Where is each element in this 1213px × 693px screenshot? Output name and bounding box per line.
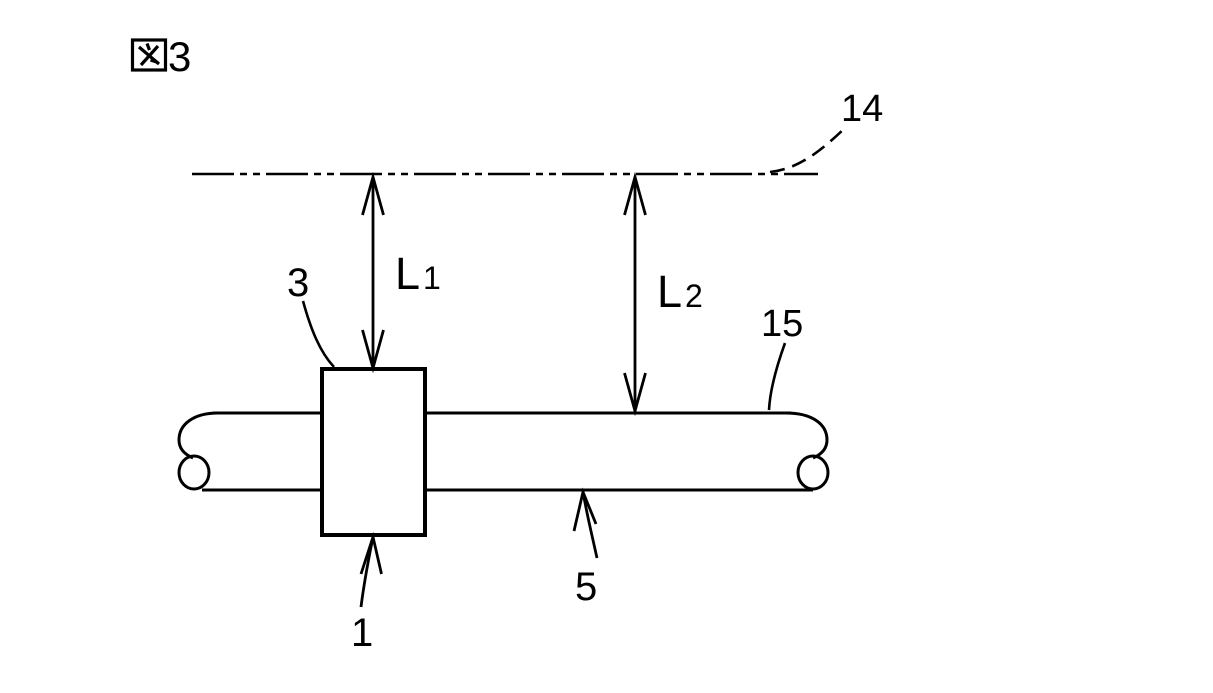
- dimension-arrow-l1: [361, 171, 385, 374]
- shaft-left-end-ellipse: [177, 454, 211, 491]
- leader-line-3: [301, 300, 335, 368]
- arrow-5-head: [572, 487, 598, 532]
- kanji-zu-icon: [130, 38, 168, 72]
- figure-title: 3: [130, 33, 191, 80]
- figure-number: 3: [168, 33, 191, 80]
- part-label-14: 14: [841, 88, 883, 130]
- dimension-label-l1: L1: [395, 248, 441, 299]
- leader-arrow-1: [359, 531, 383, 608]
- shaft-15: [177, 411, 830, 492]
- shaft-left-end-cap: [177, 411, 219, 460]
- leader-arrow-5: [572, 487, 599, 559]
- arrow-5-shaft: [582, 496, 599, 559]
- part-label-1: 1: [351, 611, 373, 655]
- dimension-arrow-l2: [623, 171, 647, 417]
- dimension-label-l2: L2: [657, 266, 703, 317]
- leader-line-14: [769, 126, 847, 174]
- arrow-1-head: [359, 531, 383, 575]
- arrow-1-shaft: [359, 541, 374, 608]
- shaft-right-end-cap: [785, 411, 829, 460]
- l1-arrowhead-bottom: [361, 329, 385, 374]
- leader-line-15: [767, 342, 787, 411]
- part-label-5: 5: [575, 565, 597, 609]
- l1-arrowhead-top: [361, 171, 385, 216]
- shaft-right-end-ellipse: [796, 454, 830, 491]
- part-label-3: 3: [287, 261, 309, 305]
- l2-arrowhead-top: [623, 171, 647, 216]
- part-label-15: 15: [761, 303, 803, 345]
- l2-arrowhead-bottom: [623, 372, 647, 417]
- component-box-3: [320, 367, 427, 537]
